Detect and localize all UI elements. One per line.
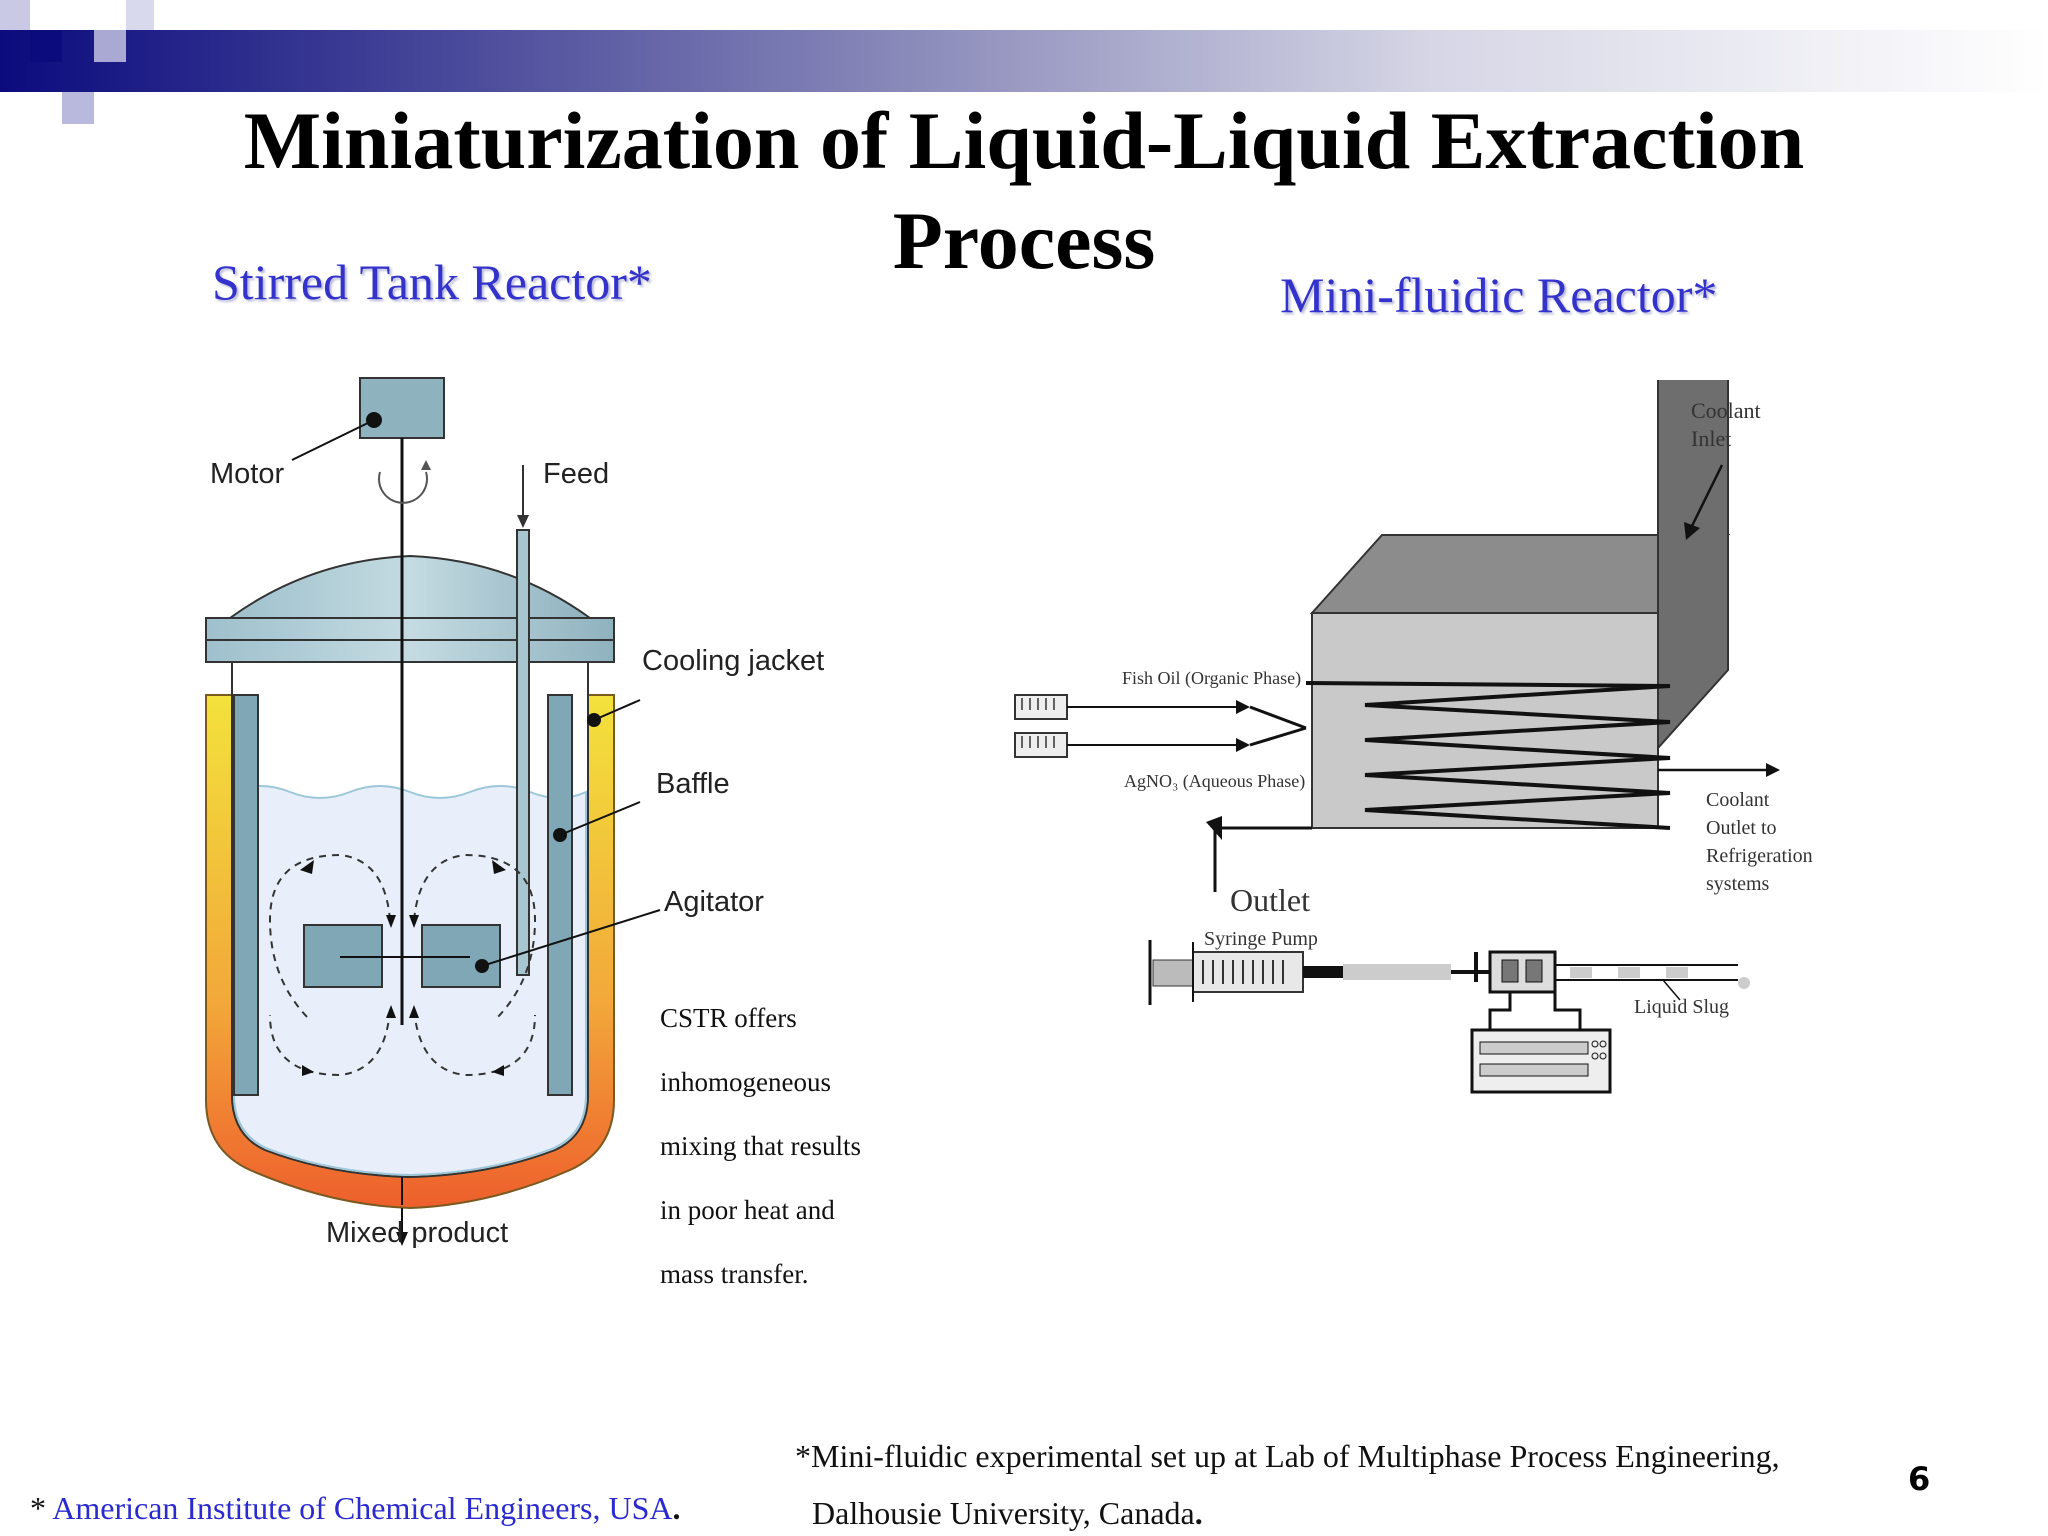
cooling-jacket-label: Cooling jacket: [642, 645, 825, 677]
coil-channel: [1305, 681, 1671, 830]
fish-oil-label: Fish Oil (Organic Phase): [1122, 668, 1302, 688]
motor-box: [359, 377, 445, 439]
detector-head: [1488, 950, 1557, 994]
page-number: 6: [1908, 1460, 1931, 1498]
header-square-dark: [30, 30, 62, 62]
agitator-label: Agitator: [664, 886, 764, 918]
detector-controller: [1470, 1028, 1612, 1094]
header-square-light: [94, 30, 126, 62]
slide-title-line-1: Miniaturization of Liquid-Liquid Extract…: [243, 95, 1805, 186]
baffle-right: [547, 694, 573, 1096]
cstr-note-line: mixing that results: [660, 1131, 861, 1161]
liquid-slug-label: Liquid Slug: [1634, 996, 1730, 1018]
footnote-dot: .: [672, 1490, 681, 1526]
right-footnote-line-2: Dalhousie University, Canada.: [812, 1495, 1203, 1532]
coolant-outlet-line: Refrigeration: [1706, 845, 1813, 867]
coolant-inlet-label-1: Coolant: [1691, 398, 1761, 423]
syringe-pump-barrel: [1192, 951, 1304, 993]
feed-label: Feed: [543, 458, 610, 490]
syringe-pump-label: Syringe Pump: [1204, 928, 1318, 950]
header-square-light: [126, 0, 154, 30]
header-gradient-bar: [0, 30, 2048, 92]
mini-fluidic-diagram: [1014, 380, 1780, 1094]
footnote-affiliation: Dalhousie University, Canada: [812, 1495, 1195, 1531]
coolant-outlet-line: systems: [1706, 873, 1770, 895]
left-footnote: * American Institute of Chemical Enginee…: [30, 1490, 681, 1527]
cstr-note-line: CSTR offers: [660, 1003, 797, 1033]
cooling-box-side: [1657, 380, 1729, 751]
vessel-lid: [226, 554, 594, 619]
footnote-source: American Institute of Chemical Engineers…: [52, 1490, 673, 1526]
syringe-agno3: [1014, 732, 1068, 758]
right-footnote-line-1: *Mini-fluidic experimental set up at Lab…: [795, 1438, 1780, 1474]
liquid: [233, 785, 587, 1177]
cooling-box-front: [1311, 612, 1659, 829]
cstr-note-line: in poor heat and: [660, 1195, 835, 1225]
coolant-outlet-line: Outlet to: [1706, 817, 1777, 839]
left-heading: Stirred Tank Reactor*: [212, 254, 652, 310]
coolant-outlet-label: Coolant Outlet to Refrigeration systems: [1706, 786, 1813, 898]
syringe-fish-oil: [1014, 694, 1068, 720]
stirred-tank-diagram: [205, 377, 661, 1246]
cstr-note-line: inhomogeneous: [660, 1067, 831, 1097]
motor-label: Motor: [210, 458, 285, 490]
header-square-light: [62, 92, 94, 124]
slide-title-line-2: Process: [892, 195, 1156, 286]
footnote-dot: .: [1194, 1495, 1203, 1531]
coolant-inlet-label-2: Inlet: [1691, 426, 1732, 451]
cstr-note-line: mass transfer.: [660, 1259, 809, 1289]
feed-pipe: [516, 529, 530, 976]
header-square-light: [0, 0, 30, 30]
cstr-note: CSTR offers inhomogeneous mixing that re…: [660, 970, 861, 1322]
baffle-left: [233, 694, 259, 1096]
baffle-label: Baffle: [656, 768, 730, 800]
right-heading: Mini-fluidic Reactor*: [1280, 267, 1718, 323]
footnote-star: *: [30, 1490, 53, 1526]
mixed-product-label: Mixed product: [326, 1217, 509, 1249]
outlet-label: Outlet: [1230, 882, 1310, 918]
coolant-outlet-line: Coolant: [1706, 789, 1770, 811]
agno3-label: AgNO₃ (Aqueous Phase): [1124, 771, 1306, 791]
